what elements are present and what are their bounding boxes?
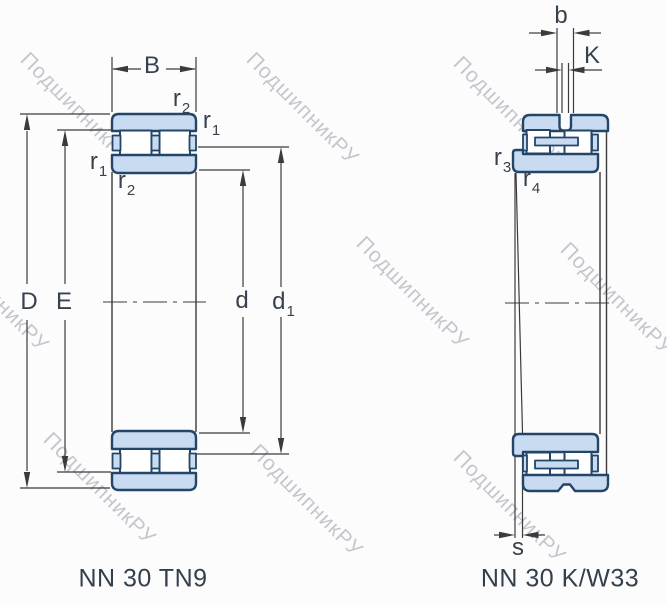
dim-label-r3: r3 bbox=[493, 144, 512, 176]
dimension-lines-left bbox=[20, 57, 289, 489]
dim-label-r1-left: r1 bbox=[89, 148, 108, 180]
dim-label-r2-left-lower: r2 bbox=[117, 167, 136, 199]
left-bearing-cross-section bbox=[103, 112, 206, 492]
dim-label-K: K bbox=[583, 42, 601, 69]
dim-label-b: b bbox=[554, 2, 568, 29]
dim-label-D: D bbox=[20, 288, 38, 315]
dimension-lines-right bbox=[494, 28, 602, 539]
dim-label-r2-top: r2 bbox=[172, 85, 191, 117]
designation-right-bearing: NN 30 K/W33 bbox=[480, 564, 640, 593]
right-bearing-cross-section bbox=[505, 113, 613, 538]
designation-left-bearing: NN 30 TN9 bbox=[78, 564, 208, 593]
dim-label-B: B bbox=[143, 52, 161, 79]
dim-label-E: E bbox=[55, 288, 73, 315]
dim-label-s: s bbox=[512, 534, 524, 561]
dim-label-d1: d1 bbox=[272, 288, 295, 320]
dim-label-r4: r4 bbox=[522, 165, 541, 197]
dim-label-r1-top-right: r1 bbox=[202, 107, 221, 139]
dim-label-d: d bbox=[235, 287, 249, 314]
